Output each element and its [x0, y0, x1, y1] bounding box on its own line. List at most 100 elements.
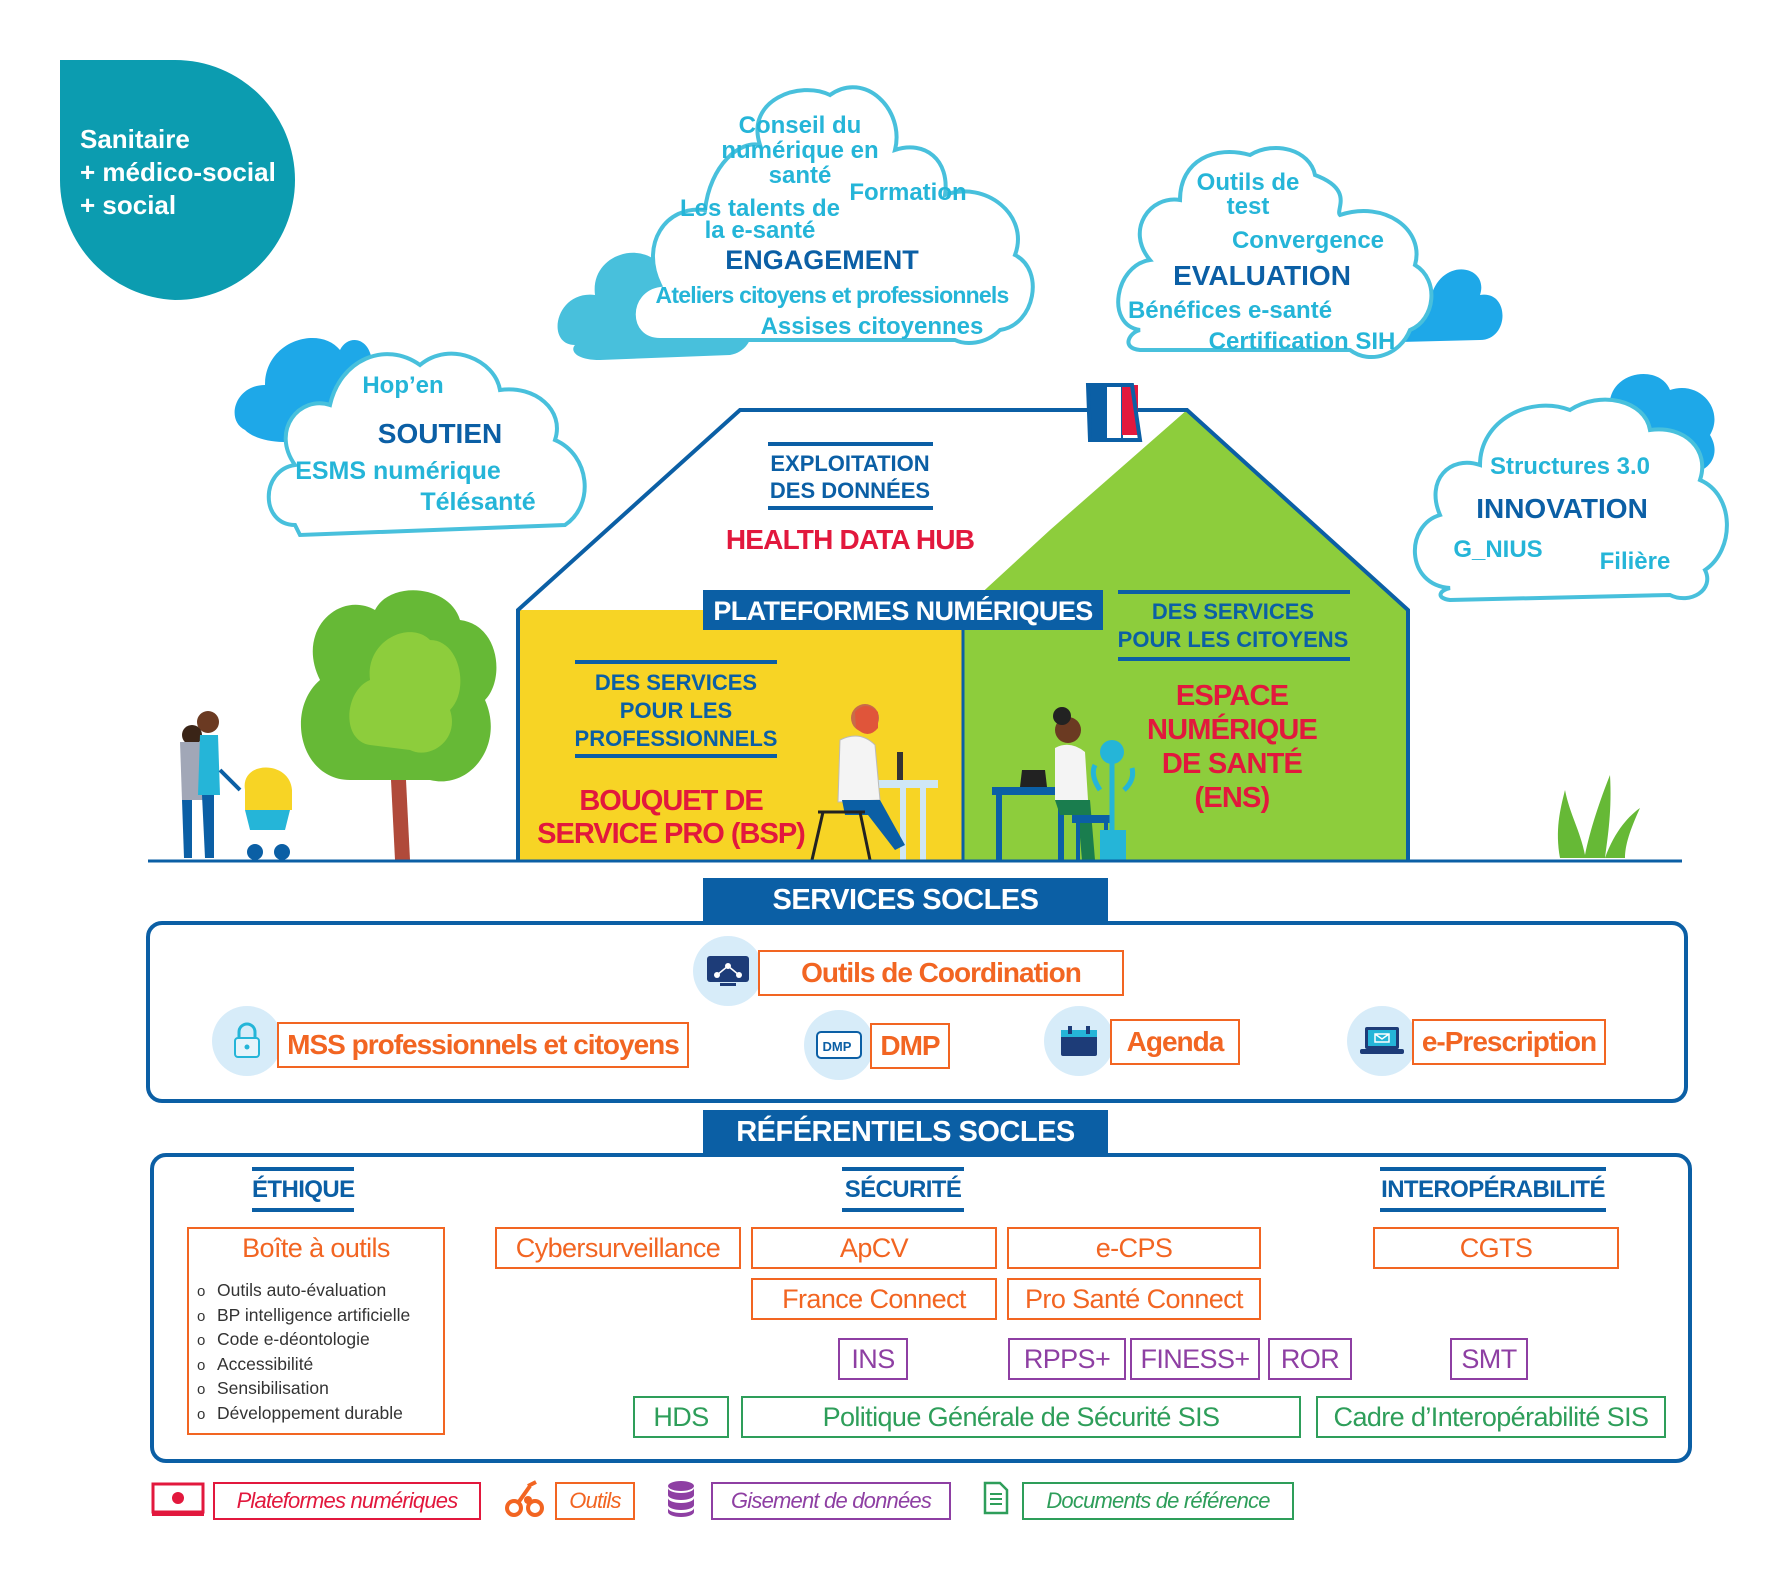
- cloud-item: Les talents de: [680, 195, 840, 222]
- tree-illustration: [300, 590, 497, 860]
- cybersurveillance-box[interactable]: Cybersurveillance: [495, 1227, 741, 1269]
- cloud-item: Filière: [1600, 548, 1671, 575]
- pgssi-box[interactable]: Politique Générale de Sécurité SIS: [741, 1396, 1301, 1438]
- tools-icon: [505, 1480, 544, 1517]
- toolbox-item: Outils auto-évaluation: [197, 1279, 410, 1304]
- legend-gisement: Gisement de données: [711, 1482, 951, 1520]
- cloud-item: Ateliers citoyens et professionnels: [656, 282, 1009, 308]
- coordination-tools-label: Outils de Coordination: [801, 957, 1082, 988]
- pro-title-3: PROFESSIONNELS: [575, 726, 778, 751]
- cit-title-2: POUR LES CITOYENS: [1118, 627, 1349, 652]
- sector-badge-shape: [59, 60, 295, 300]
- cisis-box[interactable]: Cadre d’Interopérabilité SIS: [1316, 1396, 1666, 1438]
- cloud-item: numérique en: [721, 137, 878, 164]
- evaluation-cloud: Outils de test Convergence EVALUATION Bé…: [1116, 145, 1503, 360]
- legend-documents: Documents de référence: [1022, 1482, 1294, 1520]
- exploitation-title-2: DES DONNÉES: [770, 478, 930, 503]
- legend-outils: Outils: [555, 1482, 635, 1520]
- hds-box[interactable]: HDS: [633, 1396, 729, 1438]
- laptop-icon: [1347, 1006, 1417, 1076]
- ethique-heading: ÉTHIQUE: [252, 1167, 355, 1212]
- ens-label-3: DE SANTÉ: [1162, 746, 1303, 780]
- dmp-icon: DMP: [804, 1010, 874, 1080]
- pro-title-1: DES SERVICES: [595, 670, 757, 695]
- screen-icon: [151, 1482, 205, 1516]
- health-data-hub-label: HEALTH DATA HUB: [726, 524, 974, 555]
- bsp-label-2: SERVICE PRO (BSP): [537, 818, 805, 850]
- cgts-box[interactable]: CGTS: [1373, 1227, 1619, 1269]
- toolbox-item: Code e-déontologie: [197, 1328, 410, 1353]
- services-socles-band: SERVICES SOCLES: [703, 878, 1108, 922]
- toolbox-item: Développement durable: [197, 1402, 410, 1427]
- database-icon: [668, 1481, 694, 1517]
- cloud-item: Hop’en: [362, 372, 443, 399]
- ror-box[interactable]: ROR: [1268, 1338, 1352, 1380]
- professional-illustration: [810, 704, 938, 861]
- legend-plateformes: Plateformes numériques: [213, 1482, 481, 1520]
- document-icon: [983, 1481, 1009, 1515]
- cloud-item: Formation: [849, 179, 966, 206]
- dmp-box[interactable]: DMP: [870, 1023, 950, 1069]
- agenda-label: Agenda: [1126, 1026, 1225, 1057]
- flag-blue: [1090, 385, 1106, 440]
- smt-box[interactable]: SMT: [1450, 1338, 1528, 1380]
- grass-illustration: [1557, 775, 1640, 858]
- cloud-item: Bénéfices e-santé: [1128, 297, 1332, 324]
- ens-label-2: NUMÉRIQUE: [1147, 712, 1317, 746]
- cloud-title: INNOVATION: [1476, 493, 1648, 524]
- plateformes-band-label: PLATEFORMES NUMÉRIQUES: [713, 595, 1092, 626]
- cloud-title: EVALUATION: [1173, 260, 1351, 291]
- cloud-item: ESMS numérique: [295, 457, 501, 485]
- coordination-tools-box[interactable]: Outils de Coordination: [758, 950, 1124, 996]
- eprescription-label: e-Prescription: [1421, 1026, 1597, 1057]
- dmp-icon-text: DMP: [823, 1039, 852, 1054]
- pro-title-2: POUR LES: [620, 698, 732, 723]
- family-illustration: [180, 711, 292, 860]
- badge-line-3: + social: [80, 190, 176, 220]
- cloud-title: SOUTIEN: [378, 418, 502, 449]
- france-connect-box[interactable]: France Connect: [751, 1278, 997, 1320]
- ecps-box[interactable]: e-CPS: [1007, 1227, 1261, 1269]
- cloud-item: Structures 3.0: [1490, 453, 1650, 480]
- badge-line-2: + médico-social: [80, 157, 276, 187]
- referentiels-socles-band: RÉFÉRENTIELS SOCLES: [703, 1110, 1108, 1154]
- cloud-item: G_NIUS: [1453, 536, 1542, 563]
- dmp-label: DMP: [880, 1030, 940, 1061]
- ens-label-4: (ENS): [1195, 782, 1270, 814]
- calendar-icon: [1044, 1006, 1114, 1076]
- interop-heading: INTEROPÉRABILITÉ: [1380, 1167, 1606, 1212]
- pro-sante-connect-box[interactable]: Pro Santé Connect: [1007, 1278, 1261, 1320]
- engagement-cloud: Conseil du numérique en santé Formation …: [557, 85, 1035, 360]
- badge-line-1: Sanitaire: [80, 124, 190, 154]
- securite-heading: SÉCURITÉ: [842, 1167, 964, 1212]
- cloud-item: Assises citoyennes: [761, 313, 984, 340]
- mss-box[interactable]: MSS professionnels et citoyens: [277, 1022, 689, 1068]
- coordination-icon: [693, 936, 763, 1006]
- cloud-item: Outils de: [1197, 169, 1300, 196]
- plateformes-band: [703, 590, 1103, 630]
- eprescription-box[interactable]: e-Prescription: [1412, 1019, 1606, 1065]
- cloud-item: Télésanté: [420, 488, 535, 516]
- innovation-cloud: Structures 3.0 INNOVATION G_NIUS Filière: [1413, 373, 1729, 603]
- toolbox-title: Boîte à outils: [242, 1233, 390, 1263]
- mss-label: MSS professionnels et citoyens: [287, 1029, 680, 1060]
- exploitation-title-1: EXPLOITATION: [770, 451, 929, 476]
- soutien-cloud: Hop’en SOUTIEN ESMS numérique Télésanté: [234, 337, 587, 538]
- cit-title-1: DES SERVICES: [1152, 599, 1314, 624]
- rpps-box[interactable]: RPPS+: [1008, 1338, 1126, 1380]
- apcv-box[interactable]: ApCV: [751, 1227, 997, 1269]
- finess-box[interactable]: FINESS+: [1130, 1338, 1260, 1380]
- cloud-item: santé: [769, 162, 832, 189]
- ins-box[interactable]: INS: [838, 1338, 908, 1380]
- agenda-box[interactable]: Agenda: [1110, 1019, 1240, 1065]
- bsp-label-1: BOUQUET DE: [579, 785, 763, 817]
- cloud-item: Convergence: [1232, 227, 1384, 254]
- cloud-item: Certification SIH: [1209, 328, 1396, 355]
- citizen-illustration: [992, 707, 1136, 860]
- cloud-item: la e-santé: [705, 217, 816, 244]
- ens-label-1: ESPACE: [1176, 680, 1289, 712]
- toolbox-item: BP intelligence artificielle: [197, 1304, 410, 1329]
- cloud-title: ENGAGEMENT: [725, 245, 919, 275]
- toolbox-list: Outils auto-évaluation BP intelligence a…: [197, 1279, 410, 1426]
